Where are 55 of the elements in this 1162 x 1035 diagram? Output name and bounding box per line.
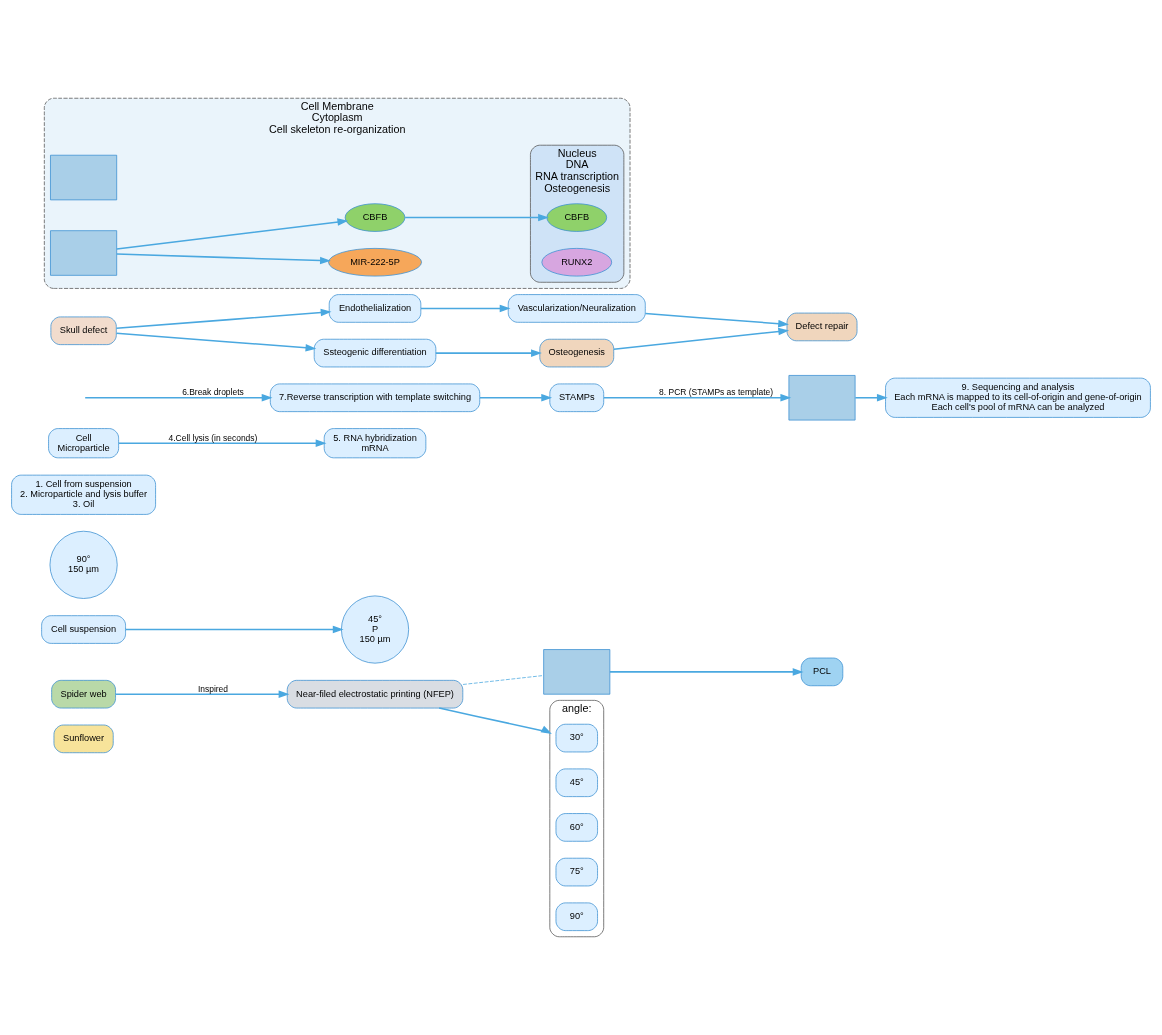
node-box: 9. Sequencing and analysis Each mRNA is mapped to its cell-of-origin and gene-of-origin Each cell's pool of mRNA can be analyzed [885, 377, 1151, 418]
node-circle: 45° P 150 µm [341, 595, 410, 664]
node-box: Defect repair [786, 312, 858, 342]
node-box [50, 154, 118, 201]
arrow [435, 349, 542, 357]
arrow [115, 308, 332, 330]
node-box: 45° [555, 768, 598, 797]
arrow [404, 213, 549, 222]
node-ellipse: CBFB [546, 203, 608, 232]
arrow [115, 332, 317, 352]
node-box: 30° [555, 723, 598, 753]
node-box: Osteogenesis [539, 338, 615, 368]
edge-label: Inspired [197, 683, 228, 694]
edge-label: 6.Break droplets [182, 387, 244, 398]
node-box: 60° [555, 813, 598, 842]
connector [462, 675, 544, 685]
node-ellipse: RUNX2 [541, 248, 613, 277]
arrow [84, 394, 273, 402]
node-circle: 90° 150 µm [49, 530, 118, 599]
node-box [543, 649, 611, 695]
arrow [613, 327, 790, 350]
arrow [118, 439, 327, 447]
node-box: Cell suspension [41, 615, 126, 644]
arrow [644, 312, 789, 328]
node-box: Near-filed electrostatic printing (NFEP) [286, 679, 464, 709]
node-box: 7.Reverse transcription with template switching [269, 383, 481, 412]
edge-label: 8. PCR (STAMPs as template) [659, 387, 774, 398]
node-box: Skull defect [50, 316, 117, 346]
node-box: Vascularization/Neuralization [507, 294, 646, 323]
arrow [479, 394, 553, 402]
edge-label: 4.Cell lysis (in seconds) [168, 432, 258, 443]
node-box: Spider web [51, 679, 116, 709]
arrow [603, 394, 792, 402]
arrow [854, 394, 888, 402]
node-box: 75° [555, 857, 598, 887]
node-box: 1. Cell from suspension 2. Microparticle and lysis buffer 3. Oil [11, 474, 156, 515]
arrow [114, 690, 290, 698]
node-box: Ssteogenic differentiation [313, 338, 437, 368]
node-box: 5. RNA hybridization mRNA [323, 428, 427, 459]
arrow [124, 625, 344, 634]
node-box: 90° [555, 902, 598, 931]
node-box: PCL [800, 657, 844, 687]
arrow [609, 668, 804, 676]
node-box [788, 375, 856, 421]
node-box: Sunflower [53, 724, 114, 754]
arrow [438, 707, 552, 734]
arrow [116, 253, 331, 265]
arrow [116, 218, 349, 250]
node-box: Cell Microparticle [48, 428, 119, 459]
node-ellipse: MIR-222-5P [328, 248, 422, 277]
node-ellipse: CBFB [344, 203, 406, 232]
arrow [420, 304, 511, 313]
node-box: STAMPs [549, 383, 605, 412]
node-box [50, 230, 118, 276]
node-box: Endothelialization [328, 294, 422, 323]
